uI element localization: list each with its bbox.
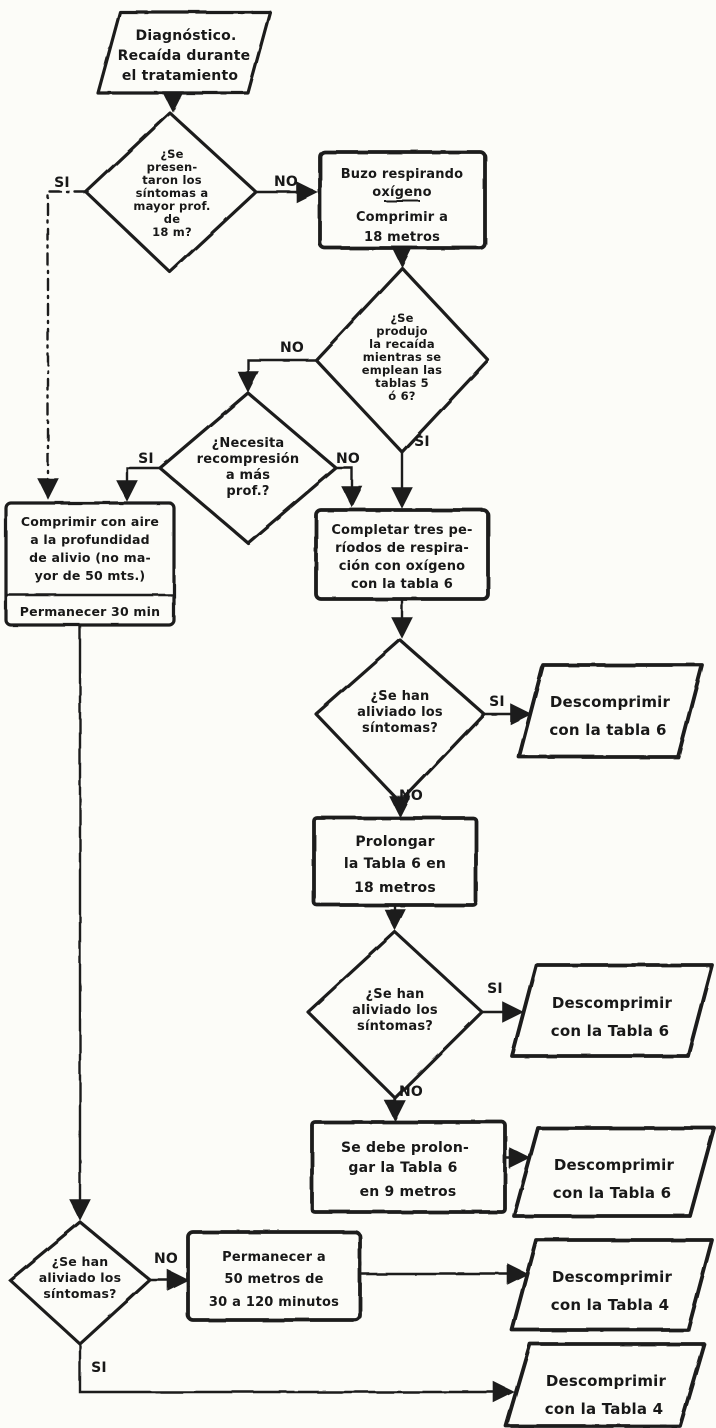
node-outt6c-line: con la Tabla 6 [553,1184,671,1202]
node-qtables-line: ¿Se [390,311,413,325]
node-boxair-line: a la profundidad [30,532,150,547]
node-qrelief2-line: síntomas? [357,1019,433,1034]
node-boxoxygen-line: Buzo respirando [341,167,464,182]
ink-layer [4,10,716,1428]
edge-label-si: SI [138,451,154,467]
node-boxair-line: de alivio (no ma- [29,550,151,565]
out-t6-2-shape [510,963,714,1058]
node-qrelief3-line: aliviado los [39,1270,121,1285]
q-recompress-shape [158,391,338,545]
node-qdepth-line: taron los [142,173,202,187]
node-stay50-line: 50 metros de [224,1272,323,1287]
node-outt6b-line: con la Tabla 6 [551,1022,669,1040]
node-boxoxygen-line: oxígeno [372,185,431,200]
node-extend9-line: en 9 metros [360,1184,457,1200]
edge-qtables-no-qrecompress [237,358,318,393]
edge-label-no: NO [280,340,304,356]
node-outt6a-line: Descomprimir [550,693,671,711]
edge-label-si: SI [54,175,70,191]
node-extend9-line: gar la Tabla 6 [348,1160,457,1176]
node-qrecompress-line: prof.? [226,484,269,499]
node-qrecompress-line: ¿Necesita [212,436,285,451]
node-outt6b-line: Descomprimir [552,994,673,1012]
node-qtables-line: mientras se [363,350,442,364]
node-qdepth-line: presen- [147,160,198,174]
node-extend18-line: la Tabla 6 en [344,856,446,872]
node-extend9-line: Se debe prolon- [341,1140,469,1156]
node-start-line: el tratamiento [122,68,238,84]
node-qrelief1-line: aliviado los [357,705,443,720]
out-t4-1-shape [510,1238,714,1332]
edge-qdepth-si-boxair [37,190,88,500]
node-boxoxygen-line: Comprimir a [356,210,448,225]
edge-label-no: NO [399,788,423,804]
edge-label-no: NO [154,1251,178,1267]
node-outt6a-line: con la tabla 6 [549,721,666,739]
edge-label-no: NO [274,174,298,190]
node-qdepth-line: 18 m? [152,225,192,239]
edge-label-si: SI [414,434,430,450]
node-outt4a-line: con la Tabla 4 [551,1296,669,1314]
node-qtables-line: tablas 5 [375,376,429,390]
out-t6-3-shape [512,1126,716,1218]
node-qrelief3-line: síntomas? [43,1286,116,1301]
node-qrelief2-line: ¿Se han [366,987,425,1002]
node-boxperiods-line: Completar tres pe- [331,523,472,538]
node-extend18-line: 18 metros [354,880,436,896]
node-boxperiods-line: con la tabla 6 [351,577,453,592]
edge-qrecompress-no-boxperiods [334,466,363,508]
node-qrecompress-line: recompresión [197,452,300,467]
node-qdepth-line: síntomas a [136,186,209,200]
node-boxair-line: yor de 50 mts.) [35,568,146,583]
node-qrelief1-line: síntomas? [362,721,438,736]
box-extend9-shape [310,1120,507,1214]
node-qrelief1-line: ¿Se han [371,689,430,704]
q-depth-shape [84,111,258,274]
node-qtables-line: ó 6? [388,389,415,403]
node-boxperiods-line: ríodos de respira- [335,541,469,556]
node-boxoxygen-line: 18 metros [364,230,440,245]
node-qdepth-line: de [164,212,180,226]
node-qdepth-line: mayor prof. [133,199,210,213]
node-stay50-line: 30 a 120 minutos [209,1295,339,1310]
edge-label-si: SI [91,1360,107,1376]
node-boxair-line: Comprimir con aire [21,514,159,529]
node-qtables-line: emplean las [362,363,442,377]
edge-qrelief3-si-outt4b [78,1342,515,1403]
node-qrelief2-line: aliviado los [352,1003,438,1018]
box-air-shape [4,501,176,627]
node-outt4b-line: con la Tabla 4 [545,1400,663,1418]
node-qtables-line: produjo [376,324,427,338]
node-qrecompress-line: a más [226,468,270,483]
node-stay50-line: Permanecer a [222,1250,326,1265]
text-layer: Diagnóstico. Recaída durante el tratamie… [20,28,675,1418]
node-qdepth-line: ¿Se [160,147,183,161]
edge-label-si: SI [487,981,503,997]
out-t6-1-shape [517,663,704,759]
start-shape [96,10,272,95]
node-extend18-line: Prolongar [355,834,434,850]
edge-label-no: NO [399,1084,423,1100]
node-outt4a-line: Descomprimir [552,1268,673,1286]
edge-qrecompress-si-boxair [116,466,162,502]
node-qrelief3-line: ¿Se han [52,1254,109,1269]
node-start-line: Recaída durante [118,48,251,64]
edge-label-no: NO [336,451,360,467]
node-outt4b-line: Descomprimir [546,1372,667,1390]
node-qtables-line: la recaída [369,337,435,351]
node-boxair-footer: Permanecer 30 min [20,604,160,619]
node-boxperiods-line: ción con oxígeno [339,559,466,574]
edge-label-si: SI [489,694,505,710]
node-outt6c-line: Descomprimir [554,1156,675,1174]
node-start-line: Diagnóstico. [136,28,237,44]
